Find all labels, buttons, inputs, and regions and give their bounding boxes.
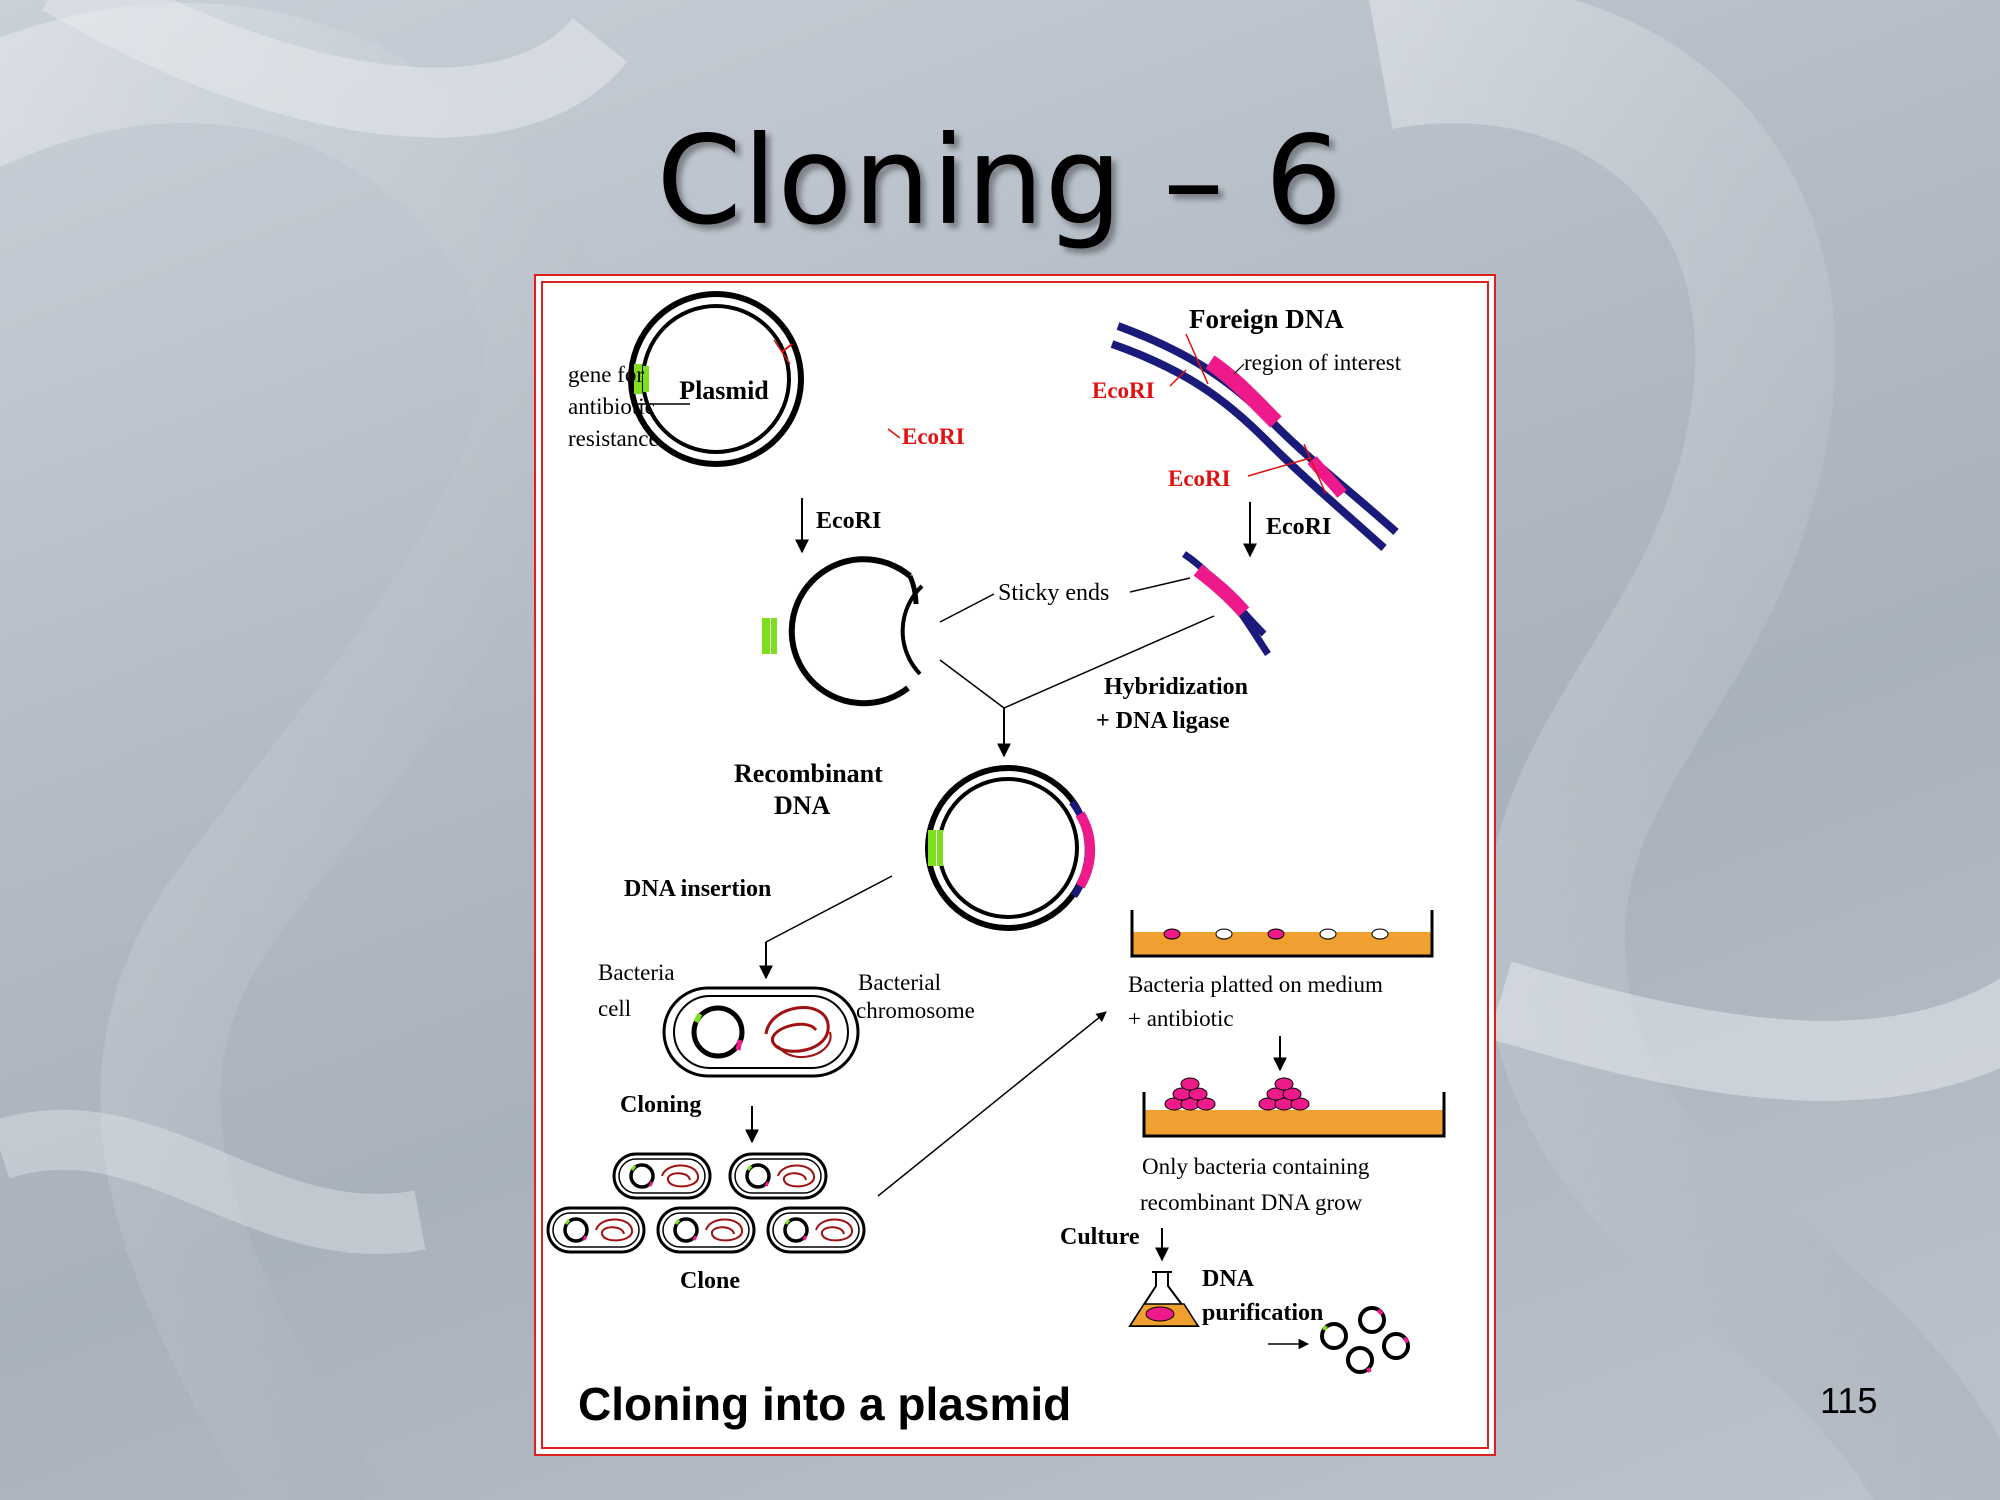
- hybridization-line1: Hybridization: [1104, 674, 1248, 700]
- arrow-to-plate: [877, 1011, 1107, 1197]
- ecori-foreign-top: EcoRI: [1092, 378, 1155, 403]
- bacteria-cell-line2: cell: [598, 996, 631, 1021]
- dna-purification-line2: purification: [1202, 1300, 1323, 1326]
- clone-cell: [612, 1152, 712, 1200]
- cut-plasmid: [762, 556, 924, 707]
- ecori-foreign-bottom: EcoRI: [1168, 466, 1231, 491]
- clone-cells: [546, 1152, 866, 1254]
- plated-line1: Bacteria platted on medium: [1128, 972, 1383, 997]
- merge-line-right: [1003, 615, 1215, 709]
- only-bacteria-line1: Only bacteria containing: [1142, 1154, 1370, 1179]
- figure-frame: [534, 274, 1496, 1456]
- clone-cell: [656, 1206, 756, 1254]
- slide-title: Cloning – 6: [656, 110, 1344, 252]
- gene-label-line3: resistance: [568, 426, 659, 451]
- bacterial-chromosome-line1: Bacterial: [858, 970, 941, 995]
- clone-cell: [766, 1206, 866, 1254]
- flask-icon: [1128, 1271, 1200, 1327]
- figure-caption: Cloning into a plasmid: [578, 1378, 1071, 1430]
- bacteria-cell-line1: Bacteria: [598, 960, 675, 985]
- slide-number: 115: [1820, 1380, 1878, 1421]
- purified-plasmids: [1320, 1306, 1410, 1374]
- recombinant-plasmid: [925, 765, 1096, 931]
- sticky-ends-label: Sticky ends: [998, 580, 1109, 606]
- plasmid-diagram: [628, 291, 804, 467]
- recombinant-line1: Recombinant: [734, 759, 883, 788]
- foreign-dna-strand: [1110, 322, 1399, 551]
- region-of-interest-label: region of interest: [1244, 350, 1402, 375]
- cloning-label: Cloning: [620, 1092, 701, 1118]
- hybridization-line2: + DNA ligase: [1096, 708, 1230, 734]
- step-ecori-right: EcoRI: [1266, 514, 1331, 540]
- clone-cell: [546, 1206, 646, 1254]
- cut-foreign-fragment: [1182, 551, 1271, 656]
- step-ecori-left: EcoRI: [816, 508, 881, 534]
- recombinant-line2: DNA: [774, 791, 831, 820]
- bacteria-cell: [662, 986, 860, 1078]
- gene-label-line1: gene for: [568, 362, 644, 387]
- plated-line2: + antibiotic: [1128, 1006, 1234, 1031]
- plate-medium-antibiotic: [1130, 910, 1434, 958]
- culture-label: Culture: [1060, 1224, 1140, 1250]
- gene-label-line2: antibiotic: [568, 394, 655, 419]
- dna-purification-line1: DNA: [1202, 1266, 1255, 1292]
- merge-line-left: [939, 659, 1005, 709]
- plasmid-label: Plasmid: [679, 376, 769, 405]
- foreign-dna-label: Foreign DNA: [1189, 304, 1344, 334]
- ecori-plasmid-label: EcoRI: [902, 424, 965, 449]
- plate-selected-colonies: [1142, 1077, 1446, 1138]
- bacterial-chromosome-line2: chromosome: [856, 998, 975, 1023]
- only-bacteria-line2: recombinant DNA grow: [1140, 1190, 1363, 1215]
- dna-insertion-label: DNA insertion: [624, 876, 771, 902]
- cloning-diagram: Plasmid gene for antibiotic resistance E…: [534, 274, 1496, 1456]
- clone-cell: [728, 1152, 828, 1200]
- clone-label: Clone: [680, 1268, 740, 1294]
